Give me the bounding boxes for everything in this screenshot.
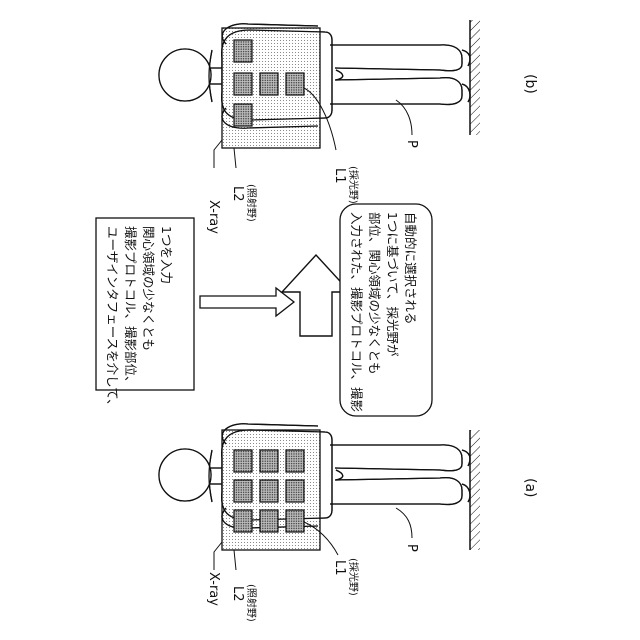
leader-xray-a xyxy=(214,542,222,570)
leader-xray-b xyxy=(214,140,222,168)
result-line-2: 部位、関心領域の少なくとも xyxy=(367,212,382,375)
leader-p-b xyxy=(396,100,412,135)
lighting-field-a-4 xyxy=(234,480,252,502)
panel-a: X-ray L2 (照射野) L1 (採光野) P (a) xyxy=(159,424,538,622)
lighting-field-a-7 xyxy=(234,510,252,532)
floor-hatch-b xyxy=(470,20,480,135)
result-line-3: 1つに基づいて、採光野が xyxy=(385,212,400,357)
label-l1-b: L1 xyxy=(332,168,347,184)
lighting-field-a-8 xyxy=(260,510,278,532)
input-line-4: 1つを入力 xyxy=(159,226,174,284)
lighting-field-b-3 xyxy=(260,73,278,95)
label-p-b: P xyxy=(404,140,419,148)
label-p-a: P xyxy=(404,544,419,552)
input-line-2: 撮影プロトコル、撮影部位、 xyxy=(123,226,138,389)
lighting-field-a-9 xyxy=(286,510,304,532)
floor-hatch-a xyxy=(470,430,480,550)
caption-b: (b) xyxy=(522,74,538,94)
label-xray-a: X-ray xyxy=(206,572,221,606)
panel-b: X-ray L2 (照射野) L1 (採光野) P (b) xyxy=(159,20,538,234)
label-l2-sub-a: (照射野) xyxy=(245,584,257,622)
caption-a: (a) xyxy=(522,478,538,498)
label-l1-a: L1 xyxy=(332,560,347,576)
lighting-field-a-1 xyxy=(234,450,252,472)
lighting-field-a-6 xyxy=(286,480,304,502)
leader-l2-a xyxy=(234,550,236,570)
lighting-field-a-3 xyxy=(286,450,304,472)
label-l1-sub-a: (採光野) xyxy=(347,558,360,596)
input-line-3: 関心領域の少なくとも xyxy=(141,226,156,351)
leader-l2-b xyxy=(234,148,236,168)
label-l2-b: L2 xyxy=(230,186,245,202)
label-l2-sub-b: (照射野) xyxy=(245,184,257,222)
label-l1-sub-b: (採光野) xyxy=(347,166,360,204)
lighting-field-b-4 xyxy=(286,73,304,95)
result-line-4: 自動的に選択される xyxy=(403,212,418,325)
lighting-field-b-5 xyxy=(234,104,252,126)
result-line-1: 入力された、撮影プロトコル、撮影 xyxy=(349,212,364,413)
lighting-field-b-1 xyxy=(234,40,252,62)
leader-p-a xyxy=(396,508,412,538)
label-l2-a: L2 xyxy=(230,586,245,602)
label-xray-b: X-ray xyxy=(206,200,221,234)
lighting-field-b-2 xyxy=(234,73,252,95)
input-line-1: ユーザインタフェースを介して、 xyxy=(105,226,120,412)
arrow-right xyxy=(200,288,294,316)
lighting-field-a-5 xyxy=(260,480,278,502)
lighting-fields-a xyxy=(234,450,304,532)
lighting-field-a-2 xyxy=(260,450,278,472)
